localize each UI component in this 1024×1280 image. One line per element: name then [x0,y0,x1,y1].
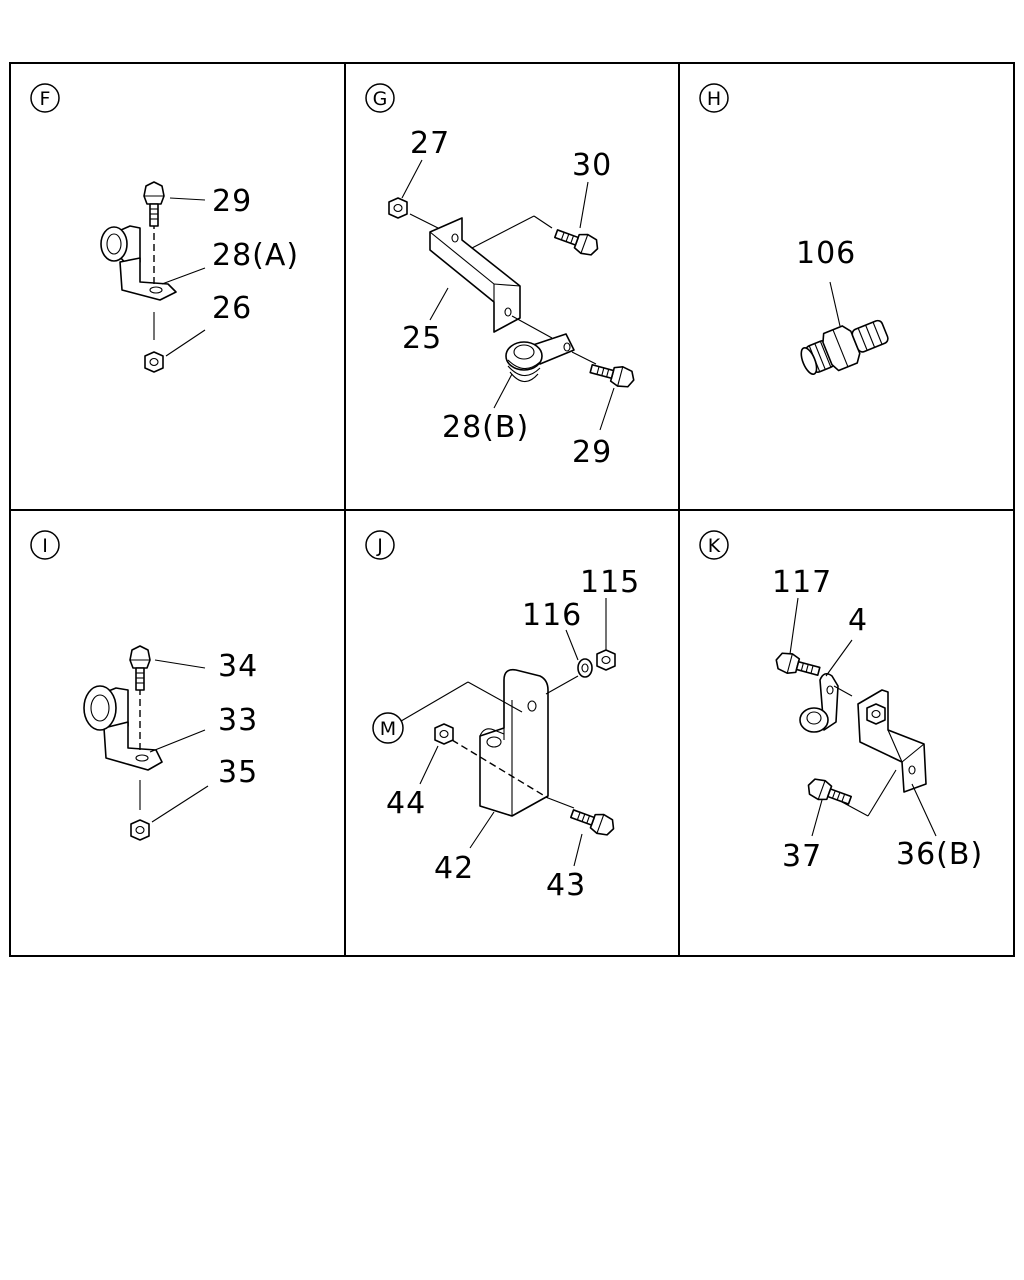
bolt-icon [551,223,602,259]
grid-frame [9,62,1015,957]
label-43: 43 [546,868,586,903]
label-27: 27 [410,126,450,161]
panel-g: G 27 [365,83,638,470]
clamp-part [505,333,575,383]
clip-part [83,685,163,771]
bolt-icon [567,803,618,839]
bolt-icon [129,645,151,691]
nut-icon [388,197,408,219]
panel-j: J M 115 116 [365,530,640,903]
panel-f: F 29 28(A) 26 [30,83,299,373]
label-25: 25 [402,321,442,356]
label-36b: 36(B) [896,837,983,872]
svg-text:H: H [707,88,721,110]
reference-m-marker: M [372,712,404,744]
label-33: 33 [218,703,258,738]
nut-icon [596,649,616,671]
svg-text:J: J [376,535,383,557]
nut-icon [866,703,886,725]
label-30: 30 [572,148,612,183]
clamp-part [799,672,839,733]
label-m: M [380,718,396,740]
bracket-part [479,668,549,817]
label-26: 26 [212,291,252,326]
nut-icon [434,723,454,745]
label-28a: 28(A) [212,238,299,273]
panel-k-marker: K [699,530,729,560]
label-115: 115 [580,565,640,600]
panel-g-marker: G [365,83,395,113]
panel-h: H 106 [699,83,889,375]
nut-icon [144,351,164,373]
svg-text:F: F [40,88,51,110]
bolt-icon [143,181,165,227]
label-28b: 28(B) [442,410,529,445]
svg-text:I: I [42,535,48,557]
panel-i-marker: I [30,530,60,560]
label-37: 37 [782,839,822,874]
fitting-part [800,319,889,375]
washer-icon [577,658,593,678]
label-44: 44 [386,786,426,821]
panel-j-marker: J [365,530,395,560]
label-116: 116 [522,598,582,633]
panel-f-marker: F [30,83,60,113]
clip-part [100,225,177,301]
panel-k: K 117 4 37 36(B) [699,530,983,874]
label-4: 4 [848,603,868,638]
bolt-icon [772,649,823,682]
label-34: 34 [218,649,258,684]
svg-text:K: K [708,535,721,557]
nut-icon [130,819,150,841]
bracket-part [429,217,521,333]
label-106: 106 [796,236,856,271]
panel-i: I 34 33 35 [30,530,258,841]
label-29: 29 [212,184,252,219]
label-29-g: 29 [572,435,612,470]
label-35: 35 [218,755,258,790]
svg-text:G: G [373,88,388,110]
panel-h-marker: H [699,83,729,113]
label-42: 42 [434,851,474,886]
label-117: 117 [772,565,832,600]
